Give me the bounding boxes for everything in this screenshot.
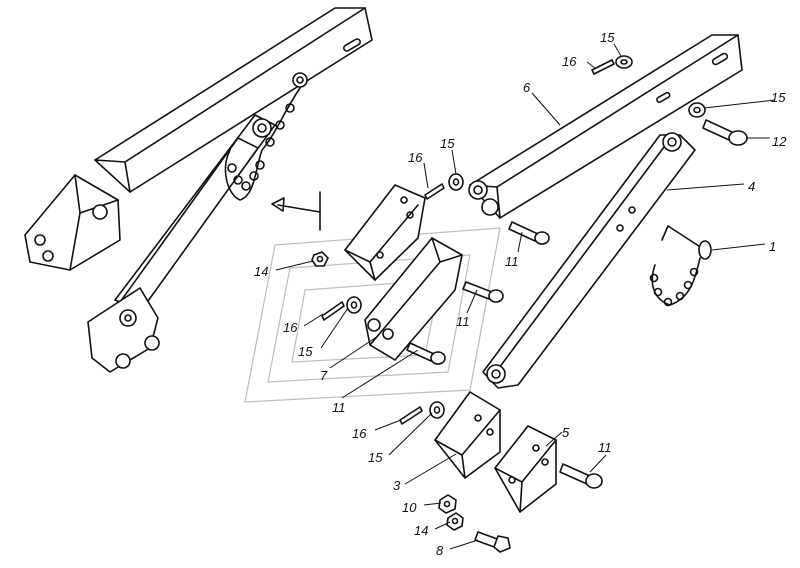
- part-7-channel: [364, 237, 463, 361]
- callout-8: 8: [436, 543, 444, 558]
- screws-16: [321, 59, 615, 425]
- callout-1: 1: [769, 239, 776, 254]
- left-assembled-frame: [24, 7, 373, 373]
- callout-15: 15: [298, 344, 313, 359]
- callout-11: 11: [456, 314, 470, 329]
- callout-16: 16: [562, 54, 577, 69]
- nuts-14: [311, 251, 464, 531]
- part-1-pin-chain: [649, 225, 712, 307]
- callout-5: 5: [562, 425, 570, 440]
- callout-15: 15: [600, 30, 615, 45]
- part-6-upper-tube: [468, 34, 743, 219]
- callout-15: 15: [368, 450, 383, 465]
- callout-7: 7: [320, 368, 328, 383]
- callout-4: 4: [748, 179, 755, 194]
- washers-15: [346, 55, 706, 419]
- part-4-link-bar: [482, 132, 696, 389]
- leader-lines: [275, 43, 776, 550]
- callout-labels: 1461215151515151616161614141111111173510…: [254, 30, 787, 558]
- callout-11: 11: [505, 254, 519, 269]
- upper-bracket: [344, 184, 426, 281]
- part-8-bolt: [474, 531, 511, 553]
- callout-16: 16: [283, 320, 298, 335]
- callout-16: 16: [408, 150, 423, 165]
- part-5-bracket: [494, 425, 557, 513]
- callout-15: 15: [771, 90, 786, 105]
- callout-3: 3: [393, 478, 401, 493]
- assembly-arrow: [271, 191, 321, 231]
- callout-12: 12: [772, 134, 787, 149]
- callout-14: 14: [254, 264, 268, 279]
- callout-11: 11: [332, 400, 346, 415]
- part-12-bolt: [702, 119, 748, 146]
- callout-10: 10: [402, 500, 417, 515]
- callout-14: 14: [414, 523, 428, 538]
- callout-15: 15: [440, 136, 455, 151]
- callout-11: 11: [598, 440, 612, 455]
- callout-16: 16: [352, 426, 367, 441]
- bolts-11: [406, 221, 603, 489]
- callout-6: 6: [523, 80, 531, 95]
- part-3-bracket: [434, 391, 501, 479]
